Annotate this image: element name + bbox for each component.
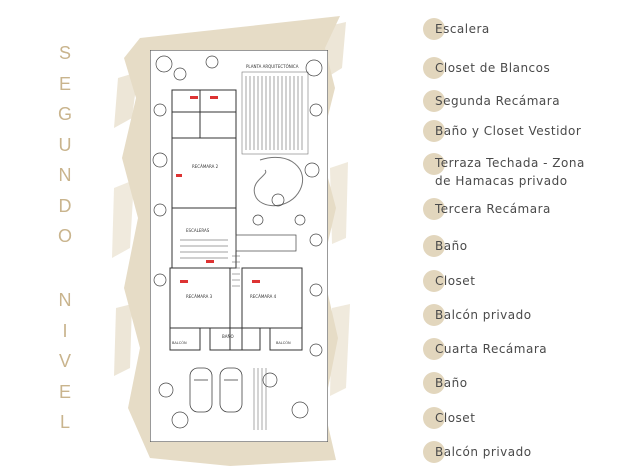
legend-label: Baño (435, 376, 468, 390)
legend-label: Closet (435, 411, 476, 425)
legend-dot (423, 372, 445, 394)
title-letter: S (58, 43, 71, 63)
legend-label: Tercera Recámara (435, 202, 551, 216)
legend-item: Balcón privado (420, 304, 620, 326)
title-word-segundo: S E G U N D O (52, 38, 78, 252)
legend-dot (423, 338, 445, 360)
legend-item: Terraza Techada - Zona de Hamacas privad… (420, 153, 620, 190)
legend-label: Balcón privado (435, 308, 532, 322)
legend-label: Closet de Blancos (435, 61, 551, 75)
legend-label: Baño y Closet Vestidor (435, 124, 582, 138)
title-word-nivel: N I V E L (52, 285, 78, 438)
legend: Escalera Closet de Blancos Segunda Recám… (420, 14, 634, 474)
legend-item: Closet (420, 270, 620, 292)
plant-icons (152, 55, 323, 429)
plan-label-escaleras: ESCALERAS (186, 228, 210, 233)
title-letter: U (58, 134, 72, 155)
legend-dot (423, 57, 445, 79)
legend-dot (423, 153, 445, 175)
plan-label-bano: BAÑO (222, 334, 234, 339)
legend-dot (423, 407, 445, 429)
title-letter: O (57, 226, 72, 246)
legend-dot (423, 90, 445, 112)
legend-label: Closet (435, 274, 476, 288)
legend-dot (423, 120, 445, 142)
title-letter: E (58, 381, 71, 402)
plan-label-recamara2: RECÁMARA 2 (192, 164, 219, 169)
vertical-title: S E G U N D O N I V E L (52, 38, 78, 438)
legend-item: Escalera (420, 18, 620, 40)
title-letter: E (58, 73, 71, 94)
legend-dot (423, 304, 445, 326)
car-icons (189, 367, 243, 413)
title-letter: I (62, 320, 68, 341)
legend-dot (423, 198, 445, 220)
legend-item: Segunda Recámara (420, 90, 620, 112)
legend-item: Balcón privado (420, 441, 620, 463)
legend-label: Terraza Techada - Zona de Hamacas privad… (435, 156, 585, 188)
terrace-garden: PLANTA ARQUITECTÓNICA (241, 64, 309, 207)
legend-item: Tercera Recámara (420, 198, 620, 220)
plan-label-garden: PLANTA ARQUITECTÓNICA (246, 64, 299, 69)
legend-item: Baño (420, 235, 620, 257)
title-letter: V (58, 351, 71, 371)
legend-label: Cuarta Recámara (435, 342, 548, 356)
legend-label: Baño (435, 239, 468, 253)
title-letter: N (58, 165, 72, 185)
legend-item: Baño y Closet Vestidor (420, 120, 620, 142)
plan-label-balcon-right: BALCÓN (276, 340, 291, 345)
legend-item: Baño (420, 372, 620, 394)
legend-dot (423, 270, 445, 292)
title-letter: D (58, 195, 72, 216)
legend-label: Segunda Recámara (435, 94, 561, 108)
legend-dot (423, 235, 445, 257)
legend-dot (423, 18, 445, 40)
title-letter: N (58, 290, 72, 310)
plan-label-balcon-left: BALCÓN (172, 340, 187, 345)
legend-item: Closet de Blancos (420, 57, 620, 79)
title-letter: L (59, 412, 70, 432)
legend-dot (423, 441, 445, 463)
plan-label-recamara3: RECÁMARA 3 (186, 294, 213, 299)
floor-plan: PLANTA ARQUITECTÓNICA RECÁMARA 2 ESCALER… (150, 50, 328, 442)
legend-item: Closet (420, 407, 620, 429)
title-letter: G (57, 104, 72, 124)
legend-item: Cuarta Recámara (420, 338, 620, 360)
legend-label: Balcón privado (435, 445, 532, 459)
plan-label-recamara4: RECÁMARA 4 (250, 294, 277, 299)
legend-label: Escalera (435, 22, 490, 36)
